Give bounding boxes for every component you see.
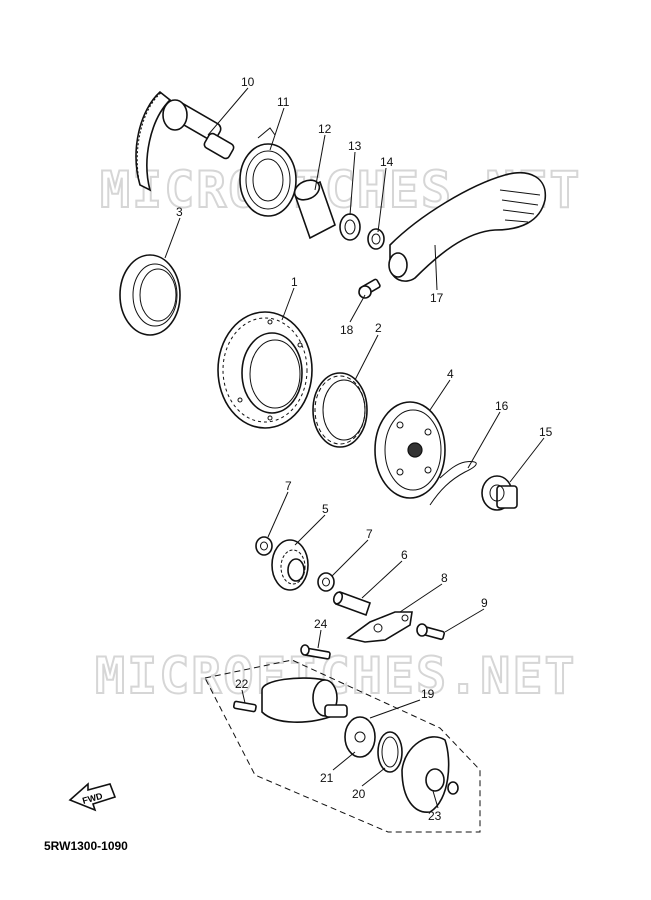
callout-10: 10 bbox=[241, 75, 255, 89]
part-1-ring-gear[interactable] bbox=[217, 311, 313, 429]
part-14-circlip[interactable] bbox=[367, 228, 385, 250]
part-4-clutch-housing[interactable] bbox=[374, 401, 446, 499]
part-15-pinion[interactable] bbox=[481, 475, 518, 511]
callout-3: 3 bbox=[176, 205, 183, 219]
callout-14: 14 bbox=[380, 155, 394, 169]
callout-4: 4 bbox=[447, 367, 454, 381]
part-6-shaft[interactable] bbox=[332, 590, 372, 617]
callout-19: 19 bbox=[421, 687, 435, 701]
callout-11: 11 bbox=[277, 95, 290, 109]
callout-labels: 10 11 12 13 14 3 17 1 18 2 4 16 15 7 5 7… bbox=[176, 75, 553, 823]
callout-9: 9 bbox=[481, 596, 488, 610]
part-16-clip[interactable] bbox=[429, 461, 477, 506]
callout-17: 17 bbox=[430, 291, 444, 305]
callout-7-lower: 7 bbox=[366, 527, 373, 541]
part-2-one-way-clutch[interactable] bbox=[312, 372, 368, 448]
callout-22: 22 bbox=[235, 677, 249, 691]
diagram-code: 5RW1300-1090 bbox=[44, 839, 128, 853]
part-7-washer-lower[interactable] bbox=[317, 572, 335, 592]
part-10-kick-gear[interactable] bbox=[135, 90, 235, 192]
callout-12: 12 bbox=[318, 122, 332, 136]
callout-7-upper: 7 bbox=[285, 479, 292, 493]
callout-21: 21 bbox=[320, 771, 334, 785]
part-7-washer-upper[interactable] bbox=[255, 536, 273, 556]
callout-2: 2 bbox=[375, 321, 382, 335]
part-9-screw[interactable] bbox=[416, 623, 446, 641]
callout-15: 15 bbox=[539, 425, 553, 439]
fwd-arrow-icon: FWD bbox=[68, 782, 117, 812]
callout-23: 23 bbox=[428, 809, 442, 823]
callout-1: 1 bbox=[291, 275, 298, 289]
callout-13: 13 bbox=[348, 139, 362, 153]
callout-16: 16 bbox=[495, 399, 509, 413]
part-5-idler-gear[interactable] bbox=[271, 539, 309, 591]
part-17-kick-lever[interactable] bbox=[388, 171, 547, 282]
part-12-collar[interactable] bbox=[291, 176, 336, 240]
callout-6: 6 bbox=[401, 548, 408, 562]
part-18-bolt[interactable] bbox=[358, 278, 381, 299]
callout-24: 24 bbox=[314, 617, 328, 631]
callout-8: 8 bbox=[441, 571, 448, 585]
leader-lines bbox=[164, 87, 545, 809]
part-11-spring[interactable] bbox=[239, 127, 297, 217]
part-24-bolt[interactable] bbox=[300, 644, 331, 660]
callout-20: 20 bbox=[352, 787, 366, 801]
part-8-plate[interactable] bbox=[346, 611, 413, 643]
callout-5: 5 bbox=[322, 502, 329, 516]
callout-18: 18 bbox=[340, 323, 354, 337]
part-13-washer[interactable] bbox=[339, 213, 361, 241]
part-3-oil-seal[interactable] bbox=[119, 254, 181, 336]
part-19-starter-motor-group[interactable] bbox=[204, 659, 481, 833]
